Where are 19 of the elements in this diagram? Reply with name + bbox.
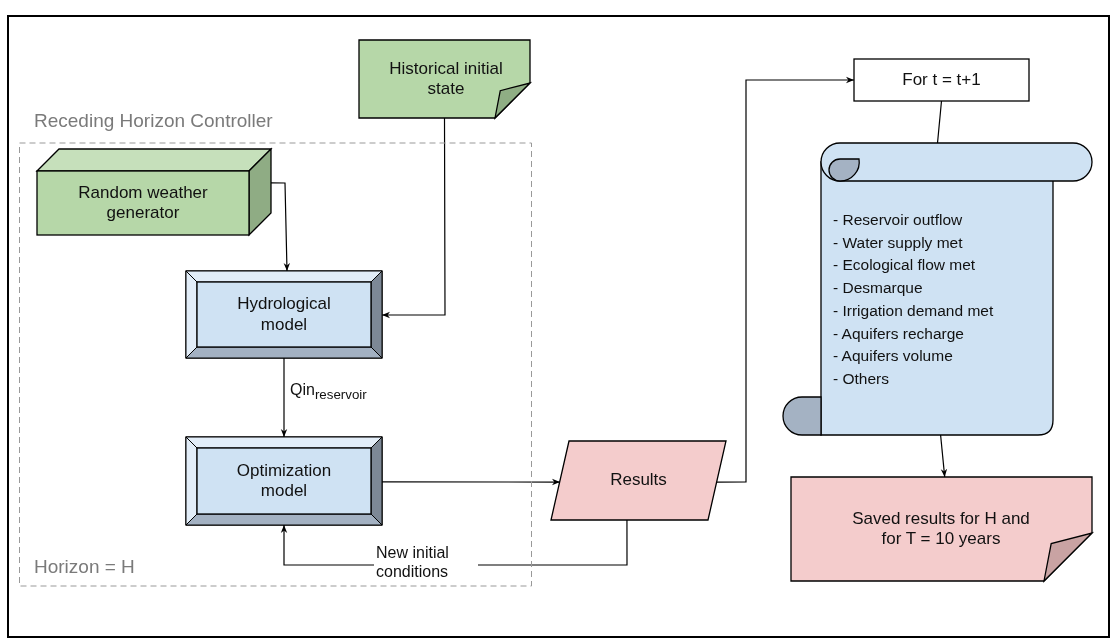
node-label: Random weather generator	[77, 182, 209, 224]
list-item: - Desmarque	[833, 278, 923, 299]
node-label: Optimization model	[235, 460, 333, 502]
node-label: Hydrological model	[236, 294, 332, 335]
node-label: Saved results for H and for T = 10 years	[851, 508, 1031, 550]
node-label: Historical initial state	[388, 58, 504, 100]
list-item: - Water supply met	[833, 232, 963, 253]
group-title: Receding Horizon Controller	[34, 110, 273, 132]
list-item: - Irrigation demand met	[833, 300, 994, 321]
node-label: For t = t+1	[902, 69, 981, 91]
arrow	[280, 357, 288, 438]
arrow	[716, 76, 855, 483]
list-item: - Aquifers volume	[833, 346, 953, 367]
list-item: - Others	[833, 368, 889, 389]
list-item: - Ecological flow met	[833, 255, 976, 276]
group-note: Horizon = H	[34, 556, 135, 578]
node-label: Results	[610, 470, 667, 491]
list-item: - Reservoir outflow	[833, 210, 963, 230]
list-item: - Aquifers recharge	[833, 323, 964, 344]
